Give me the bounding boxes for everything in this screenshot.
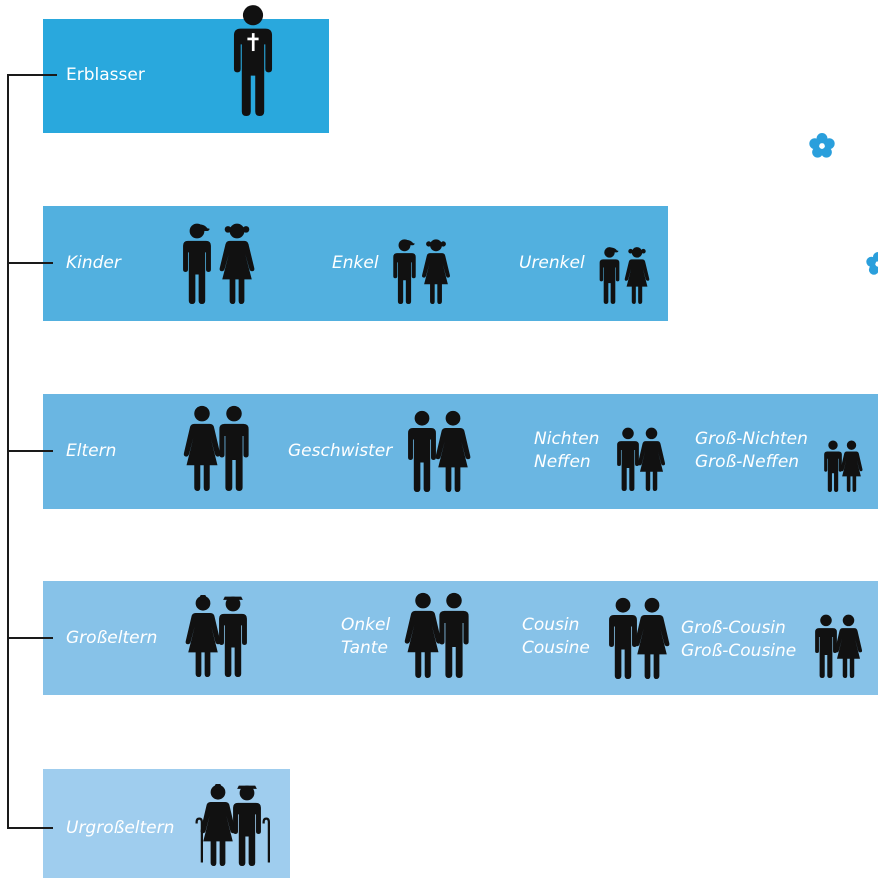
sister-icon	[434, 410, 472, 492]
grosseltern-label: Großeltern	[66, 628, 158, 648]
great-grandfather-icon	[229, 784, 265, 866]
nichten-label: Nichten	[534, 429, 600, 449]
tree-connector-order3-inner	[43, 637, 53, 639]
geschwister-label: Geschwister	[288, 441, 393, 461]
enkel-label: Enkel	[332, 253, 379, 273]
kinder-label: Kinder	[66, 253, 121, 273]
grand-cousin-female-icon	[834, 614, 863, 678]
tree-connector-deceased	[7, 74, 57, 76]
gross-cousin-label: Groß-Cousin	[681, 618, 786, 638]
eltern-label: Eltern	[66, 441, 117, 461]
father-icon	[216, 405, 252, 491]
urenkel-label: Urenkel	[519, 253, 585, 273]
tree-connector-order1	[7, 262, 52, 264]
onkel-label: Onkel	[341, 615, 391, 635]
gross-neffen-label: Groß-Neffen	[695, 452, 800, 472]
tree-connector-order3	[7, 637, 52, 639]
great-grandson-icon	[597, 246, 622, 304]
grandson-icon	[390, 238, 419, 304]
tree-connector-order4	[7, 827, 52, 829]
gross-nichten-label: Groß-Nichten	[695, 429, 808, 449]
tree-connector-order1-inner	[43, 262, 53, 264]
tante-label: Tante	[341, 638, 388, 658]
granddaughter-icon	[421, 238, 451, 304]
gross-cousine-label: Groß-Cousine	[681, 641, 797, 661]
cousine-label: Cousine	[522, 638, 590, 658]
girl-icon	[218, 222, 256, 304]
tree-connector-order2	[7, 450, 52, 452]
neffen-label: Neffen	[534, 452, 591, 472]
deceased-person-cross-icon	[233, 5, 273, 116]
grand-niece-icon	[840, 440, 863, 492]
deceased-label: Erblasser	[66, 65, 145, 85]
female-cousin-icon	[633, 597, 671, 679]
great-grandfather-cane-icon	[261, 816, 270, 864]
tree-connector-deceased-inner	[43, 74, 57, 76]
tree-connector-order4-inner	[43, 827, 53, 829]
uncle-icon	[436, 592, 472, 678]
forget-me-not-flower-icon	[809, 133, 835, 159]
grandfather-icon	[215, 595, 251, 677]
cousin-label: Cousin	[522, 615, 580, 635]
niece-icon	[637, 427, 666, 491]
deceased-band	[43, 19, 329, 133]
great-granddaughter-icon	[624, 246, 650, 304]
tree-connector-vertical	[7, 75, 9, 829]
boy-icon	[179, 222, 215, 304]
order1-band	[43, 206, 668, 321]
forget-me-not-flower-partial-icon	[866, 252, 878, 276]
urgrosseltern-label: Urgroßeltern	[66, 818, 175, 838]
tree-connector-order2-inner	[43, 450, 53, 452]
